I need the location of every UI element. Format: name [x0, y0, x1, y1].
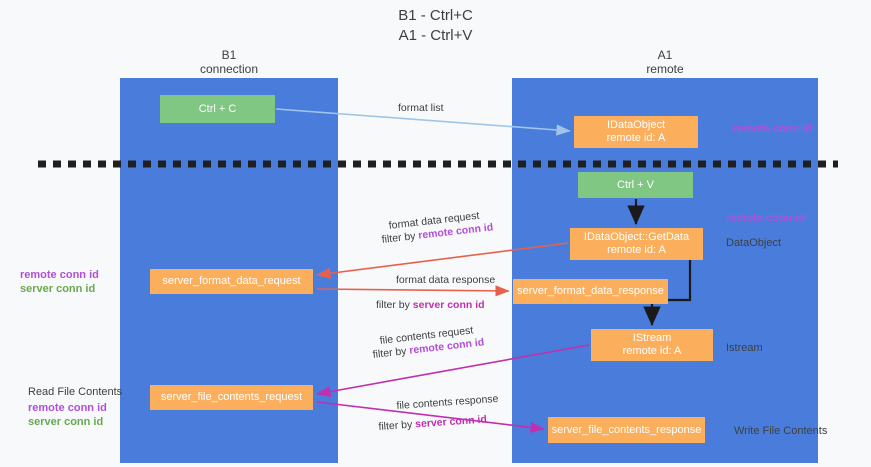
node-server-format-data-request-label: server_format_data_request — [162, 275, 301, 287]
node-idataobject[interactable]: IDataObject remote id: A — [574, 116, 698, 148]
page-title-line-1: B1 - Ctrl+C — [398, 7, 473, 24]
node-getdata-line-1: IDataObject::GetData — [583, 231, 690, 243]
side-label-remote-conn-id-mid: remote conn id — [726, 212, 805, 224]
side-label-remote-conn-id-top: remote conn id — [733, 123, 812, 135]
swimlane-a1-role: remote — [646, 62, 684, 76]
filter-key-server-conn-id: server conn id — [414, 413, 488, 431]
node-ctrl-v[interactable]: Ctrl + V — [578, 172, 693, 198]
node-server-format-data-request[interactable]: server_format_data_request — [150, 269, 313, 294]
node-istream-line-1: IStream — [632, 332, 672, 344]
filter-key-server-conn-id: server conn id — [412, 299, 485, 311]
swimlane-b1-role: connection — [199, 62, 259, 76]
node-ctrl-c[interactable]: Ctrl + C — [160, 95, 275, 123]
page-title: B1 - Ctrl+C A1 - Ctrl+V — [0, 6, 871, 46]
side-label-conn-id-group-bottom: remote conn id server conn id — [28, 401, 107, 429]
filter-prefix: filter by — [381, 229, 420, 246]
side-label-write-file-contents: Write File Contents — [734, 425, 828, 437]
node-ctrl-c-label: Ctrl + C — [198, 102, 237, 115]
node-getdata-line-2: remote id: A — [607, 244, 666, 256]
arrow-label-file-contents-response: file contents response — [396, 392, 499, 412]
page-title-line-2: A1 - Ctrl+V — [398, 27, 473, 44]
node-istream-line-2: remote id: A — [622, 345, 682, 357]
node-idataobject-line-2: remote id: A — [606, 132, 666, 144]
node-server-format-data-response-label: server_format_data_response — [517, 285, 664, 297]
node-server-file-contents-response-label: server_file_contents_response — [551, 423, 702, 436]
filter-prefix: filter by — [378, 418, 416, 433]
side-label-istream: Istream — [726, 342, 763, 354]
arrow-label-format-data-response: format data response — [396, 274, 496, 286]
arrow-label-format-data-response-filter: filter by server conn id — [376, 298, 485, 312]
side-label-read-file-contents: Read File Contents — [28, 386, 123, 398]
node-idataobject-getdata[interactable]: IDataObject::GetData remote id: A — [570, 228, 703, 260]
node-server-format-data-response[interactable]: server_format_data_response — [513, 279, 668, 304]
filter-prefix: filter by — [372, 344, 411, 361]
side-label-server-conn-id: server conn id — [28, 416, 104, 428]
swimlane-title-a1: A1 remote — [512, 48, 818, 76]
node-server-file-contents-response[interactable]: server_file_contents_response — [548, 417, 705, 443]
swimlane-a1-name: A1 — [657, 48, 673, 62]
arrow-format-data-response — [316, 285, 510, 297]
side-label-dataobject: DataObject — [726, 237, 782, 249]
arrow-label-file-contents-response-filter: filter by server conn id — [378, 412, 487, 434]
side-label-server-conn-id: server conn id — [20, 283, 96, 295]
node-idataobject-line-1: IDataObject — [606, 119, 666, 131]
filter-prefix: filter by — [376, 299, 413, 311]
node-server-file-contents-request[interactable]: server_file_contents_request — [150, 385, 313, 410]
node-server-file-contents-request-label: server_file_contents_request — [160, 391, 303, 403]
side-label-remote-conn-id: remote conn id — [28, 402, 107, 414]
swimlane-b1-name: B1 — [221, 48, 237, 62]
arrow-label-format-list: format list — [398, 102, 444, 114]
side-label-remote-conn-id: remote conn id — [20, 269, 99, 281]
node-istream[interactable]: IStream remote id: A — [591, 329, 713, 361]
side-label-conn-id-group-top: remote conn id server conn id — [20, 268, 99, 296]
node-ctrl-v-label: Ctrl + V — [617, 178, 654, 191]
swimlane-title-b1: B1 connection — [120, 48, 338, 76]
